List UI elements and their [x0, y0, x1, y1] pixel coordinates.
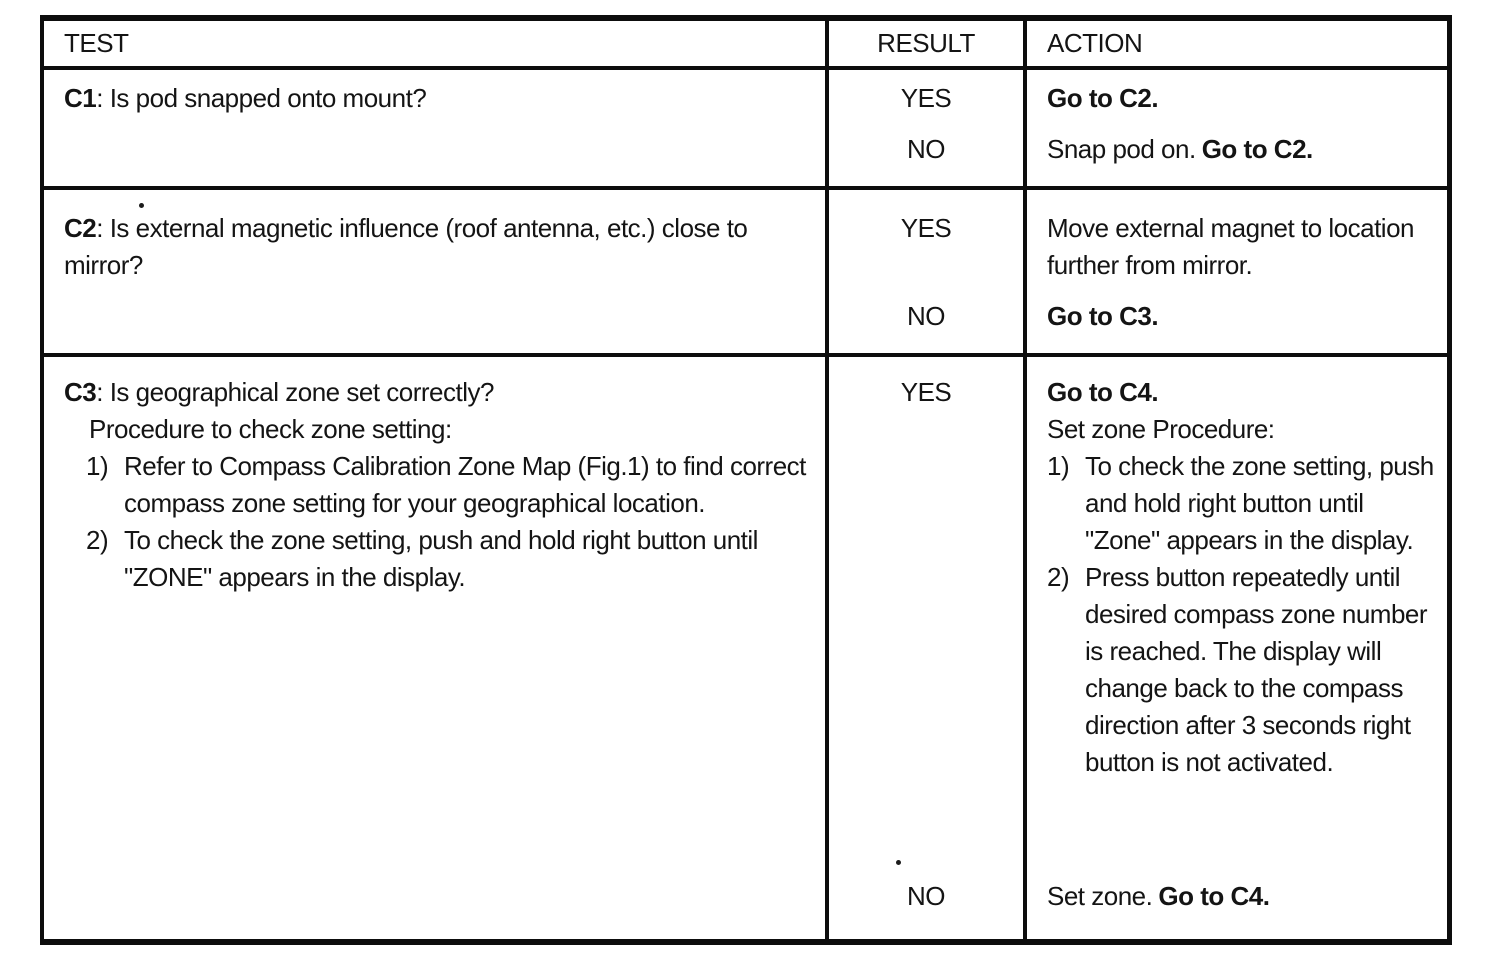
- action-text: Move external magnet to location further…: [1047, 213, 1415, 280]
- action-goto: Go to C2.: [1201, 134, 1314, 164]
- header-row: TEST RESULT ACTION: [44, 21, 1447, 70]
- action-cell-c1: Go to C2. Snap pod on.Go to C2.: [1027, 70, 1447, 186]
- step-text: To check the zone setting, push and hold…: [1085, 451, 1434, 555]
- test-question-c3: C3: Is geographical zone set correctly?: [64, 374, 809, 411]
- test-question-text-c2: : Is external magnetic influence (roof a…: [64, 213, 748, 280]
- result-cell-c3: YES NO: [829, 357, 1027, 939]
- action-block: Snap pod on.Go to C2.: [1047, 131, 1435, 168]
- table-row-c2: C2: Is external magnetic influence (roof…: [44, 190, 1447, 357]
- result-label-no: NO: [907, 301, 946, 331]
- test-id-c1: C1: [64, 83, 97, 113]
- test-procedure-title-c3: Procedure to check zone setting:: [89, 414, 452, 444]
- result-label-yes: YES: [900, 377, 952, 407]
- action-goto: Go to C4.: [1047, 377, 1159, 407]
- action-block: Go to C4. Set zone Procedure: 1) To chec…: [1047, 374, 1435, 781]
- step-number: 2): [1047, 562, 1070, 592]
- step-number: 1): [86, 451, 109, 481]
- test-step-2: 2) To check the zone setting, push and h…: [86, 522, 809, 596]
- action-block: Move external magnet to location further…: [1047, 210, 1435, 284]
- result-label-yes: YES: [900, 213, 952, 243]
- action-block: Go to C2.: [1047, 80, 1435, 117]
- result-label-yes: YES: [900, 83, 952, 113]
- action-cell-c3: Go to C4. Set zone Procedure: 1) To chec…: [1027, 357, 1447, 939]
- action-text: Snap pod on.: [1047, 134, 1196, 164]
- test-question-c1: C1: Is pod snapped onto mount?: [64, 80, 809, 117]
- step-text: To check the zone setting, push and hold…: [124, 525, 758, 592]
- step-text: Press button repeatedly until desired co…: [1085, 562, 1428, 777]
- header-label-result: RESULT: [877, 28, 975, 58]
- test-id-c3: C3: [64, 377, 97, 407]
- action-subtitle: Set zone Procedure:: [1047, 414, 1275, 444]
- test-steps-c3: 1) Refer to Compass Calibration Zone Map…: [86, 448, 809, 596]
- step-number: 1): [1047, 451, 1070, 481]
- step-number: 2): [86, 525, 109, 555]
- action-goto: Go to C4.: [1158, 881, 1270, 911]
- header-label-action: ACTION: [1047, 28, 1143, 58]
- test-cell-c3: C3: Is geographical zone set correctly? …: [44, 357, 829, 939]
- result-label-no: NO: [907, 881, 946, 911]
- action-step-1: 1) To check the zone setting, push and h…: [1047, 448, 1435, 559]
- action-steps: 1) To check the zone setting, push and h…: [1047, 448, 1435, 781]
- action-cell-c2: Move external magnet to location further…: [1027, 190, 1447, 353]
- result-cell-c1: YES NO: [829, 70, 1027, 186]
- test-question-text-c3: : Is geographical zone set correctly?: [96, 377, 494, 407]
- result-cell-c2: YES NO: [829, 190, 1027, 353]
- troubleshooting-table: TEST RESULT ACTION C1: Is pod snapped on…: [40, 15, 1452, 945]
- action-block: Set zone.Go to C4.: [1047, 878, 1435, 915]
- scan-artifact-dot: [139, 203, 144, 208]
- action-block: Go to C3.: [1047, 298, 1435, 335]
- result-label-no: NO: [907, 134, 946, 164]
- test-question-c2: C2: Is external magnetic influence (roof…: [64, 210, 809, 284]
- table-row-c3: C3: Is geographical zone set correctly? …: [44, 357, 1447, 939]
- test-question-text-c1: : Is pod snapped onto mount?: [96, 83, 427, 113]
- test-cell-c1: C1: Is pod snapped onto mount?: [44, 70, 829, 186]
- header-cell-test: TEST: [44, 21, 829, 66]
- test-cell-c2: C2: Is external magnetic influence (roof…: [44, 190, 829, 353]
- header-cell-action: ACTION: [1027, 21, 1447, 66]
- action-step-2: 2) Press button repeatedly until desired…: [1047, 559, 1435, 781]
- test-id-c2: C2: [64, 213, 97, 243]
- action-goto: Go to C2.: [1047, 83, 1159, 113]
- step-text: Refer to Compass Calibration Zone Map (F…: [124, 451, 806, 518]
- test-step-1: 1) Refer to Compass Calibration Zone Map…: [86, 448, 809, 522]
- scan-artifact-dot: [896, 860, 901, 865]
- header-label-test: TEST: [64, 28, 129, 58]
- table-row-c1: C1: Is pod snapped onto mount? YES NO Go…: [44, 70, 1447, 190]
- header-cell-result: RESULT: [829, 21, 1027, 66]
- action-goto: Go to C3.: [1047, 301, 1159, 331]
- action-text: Set zone.: [1047, 881, 1153, 911]
